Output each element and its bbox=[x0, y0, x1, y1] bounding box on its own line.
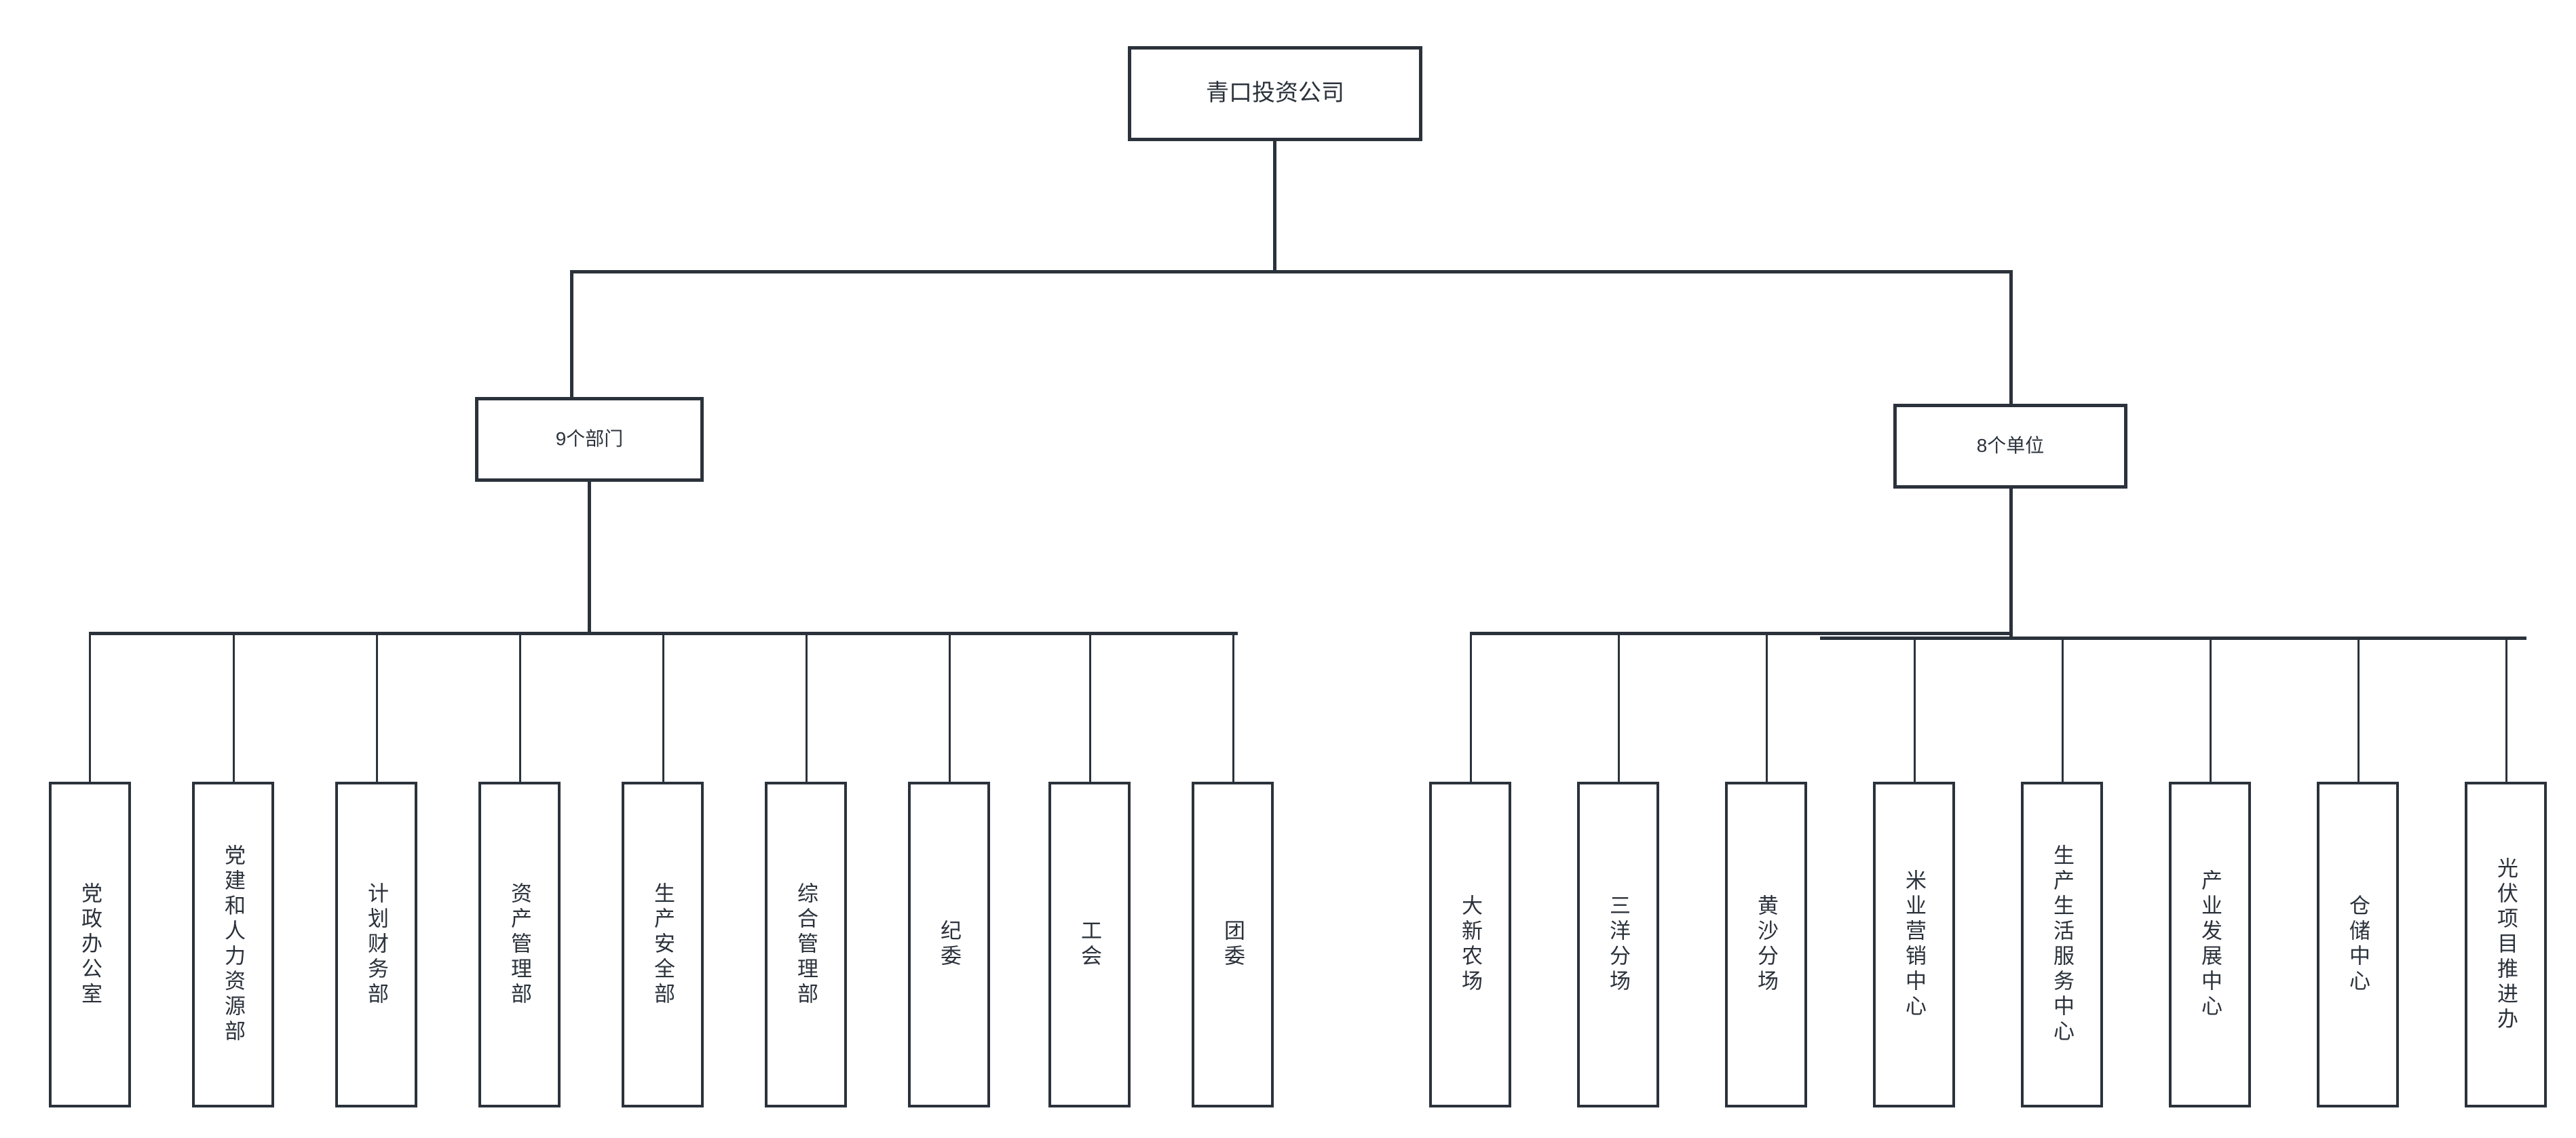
node-department-9[interactable]: 团委 bbox=[1192, 782, 1274, 1107]
node-department-1-label: 党政办公室 bbox=[78, 881, 102, 1008]
node-department-8[interactable]: 工会 bbox=[1048, 782, 1131, 1107]
node-department-5[interactable]: 生产安全部 bbox=[622, 782, 704, 1107]
connector-department-leg-3 bbox=[376, 632, 378, 782]
connector-root-stem bbox=[1273, 141, 1276, 273]
connector-department-leg-2 bbox=[233, 632, 235, 782]
connector-department-leg-8 bbox=[1089, 632, 1091, 782]
node-department-9-label: 团委 bbox=[1221, 919, 1245, 970]
node-unit-7-label: 仓储中心 bbox=[2346, 894, 2370, 995]
node-unit-5[interactable]: 生产生活服务中心 bbox=[2021, 782, 2103, 1107]
node-branch-departments-label: 9个部门 bbox=[555, 428, 624, 450]
node-unit-8[interactable]: 光伏项目推进办 bbox=[2465, 782, 2547, 1107]
node-unit-3-label: 黄沙分场 bbox=[1754, 894, 1778, 995]
connector-unit-leg-2 bbox=[1618, 632, 1620, 782]
node-department-7[interactable]: 纪委 bbox=[908, 782, 990, 1107]
node-unit-7[interactable]: 仓储中心 bbox=[2317, 782, 2399, 1107]
node-department-3-label: 计划财务部 bbox=[364, 881, 388, 1008]
node-department-3[interactable]: 计划财务部 bbox=[335, 782, 417, 1107]
node-department-7-label: 纪委 bbox=[937, 919, 961, 970]
node-unit-6[interactable]: 产业发展中心 bbox=[2169, 782, 2251, 1107]
connector-unit-leg-4 bbox=[1914, 637, 1916, 782]
connector-department-leg-7 bbox=[949, 632, 951, 782]
node-department-6[interactable]: 综合管理部 bbox=[765, 782, 847, 1107]
node-department-2[interactable]: 党建和人力资源部 bbox=[192, 782, 274, 1107]
connector-unit-leg-6 bbox=[2210, 637, 2212, 782]
node-department-4-label: 资产管理部 bbox=[508, 881, 531, 1008]
node-branch-departments[interactable]: 9个部门 bbox=[475, 397, 704, 482]
node-unit-6-label: 产业发展中心 bbox=[2198, 869, 2222, 1020]
connector-unit-leg-3 bbox=[1766, 632, 1768, 782]
node-department-6-label: 综合管理部 bbox=[794, 881, 818, 1008]
connector-unit-leg-7 bbox=[2357, 637, 2360, 782]
connector-units-stem bbox=[2009, 489, 2013, 637]
connector-department-leg-1 bbox=[89, 632, 91, 782]
node-root-company-label: 青口投资公司 bbox=[1206, 80, 1344, 107]
node-unit-4-label: 米业营销中心 bbox=[1902, 869, 1926, 1020]
node-department-4[interactable]: 资产管理部 bbox=[478, 782, 561, 1107]
connector-branch-departments-drop bbox=[570, 270, 573, 399]
node-branch-units[interactable]: 8个单位 bbox=[1893, 404, 2127, 489]
connector-department-leg-9 bbox=[1232, 632, 1234, 782]
node-root-company[interactable]: 青口投资公司 bbox=[1128, 46, 1422, 141]
node-department-2-label: 党建和人力资源部 bbox=[221, 844, 245, 1045]
node-department-5-label: 生产安全部 bbox=[651, 881, 675, 1008]
node-unit-3[interactable]: 黄沙分场 bbox=[1725, 782, 1807, 1107]
node-unit-4[interactable]: 米业营销中心 bbox=[1873, 782, 1955, 1107]
connector-unit-leg-5 bbox=[2062, 637, 2064, 782]
connector-units-bus-right bbox=[1820, 637, 2526, 640]
connector-branch-units-drop bbox=[2009, 270, 2013, 406]
connector-units-bus-left bbox=[1470, 632, 2013, 635]
node-department-1[interactable]: 党政办公室 bbox=[49, 782, 131, 1107]
connector-department-leg-6 bbox=[806, 632, 808, 782]
connector-department-leg-5 bbox=[662, 632, 664, 782]
node-unit-1[interactable]: 大新农场 bbox=[1429, 782, 1511, 1107]
node-unit-5-label: 生产生活服务中心 bbox=[2050, 844, 2074, 1045]
node-unit-2-label: 三洋分场 bbox=[1606, 894, 1630, 995]
node-unit-1-label: 大新农场 bbox=[1458, 894, 1482, 995]
connector-department-leg-4 bbox=[519, 632, 521, 782]
connector-departments-stem bbox=[588, 482, 591, 634]
connector-unit-leg-1 bbox=[1470, 632, 1472, 782]
connector-unit-leg-8 bbox=[2505, 637, 2507, 782]
node-department-8-label: 工会 bbox=[1078, 919, 1101, 970]
node-unit-8-label: 光伏项目推进办 bbox=[2494, 856, 2518, 1033]
node-unit-2[interactable]: 三洋分场 bbox=[1577, 782, 1659, 1107]
node-branch-units-label: 8个单位 bbox=[1976, 435, 2045, 457]
connector-root-bus bbox=[570, 270, 2013, 273]
